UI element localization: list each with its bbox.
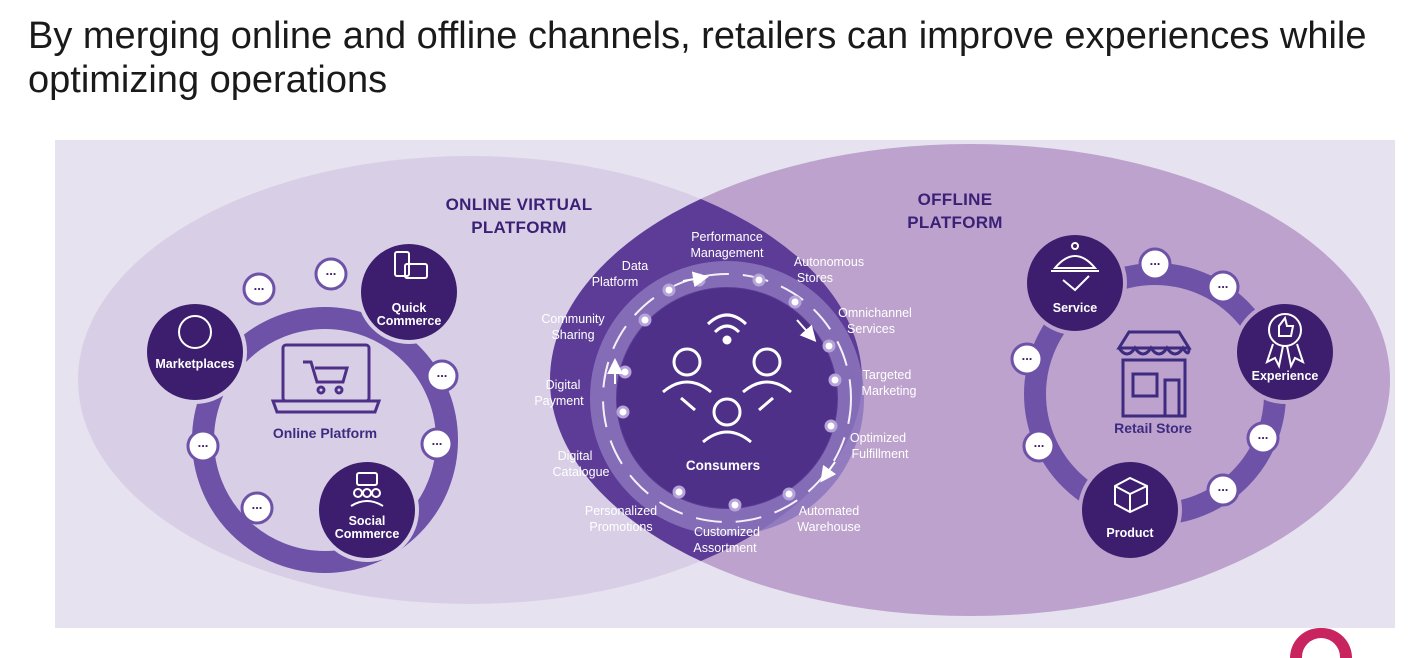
- more-marker[interactable]: ...: [425, 359, 459, 393]
- more-marker[interactable]: ...: [314, 257, 348, 291]
- svg-text:...: ...: [1034, 435, 1045, 450]
- omnichannel-diagram: ONLINE VIRTUAL PLATFORM OFFLINE PLATFORM…: [55, 140, 1395, 628]
- flow-arrow: [682, 271, 709, 288]
- svc-autonomous-2: Stores: [797, 271, 833, 285]
- svc-optimized-2: Fulfillment: [852, 447, 909, 461]
- svc-automated-1: Automated: [799, 504, 860, 518]
- svc-payment-1: Digital: [546, 378, 581, 392]
- online-title-line2: PLATFORM: [471, 218, 567, 237]
- svc-customized-2: Assortment: [693, 541, 757, 555]
- service-cloche-icon: [1051, 242, 1099, 292]
- flow-arrow: [796, 319, 817, 343]
- offline-title-line1: OFFLINE: [918, 190, 993, 209]
- svc-community-1: Community: [541, 312, 605, 326]
- globe-icon: [178, 315, 212, 349]
- svg-text:...: ...: [1218, 276, 1229, 291]
- more-marker[interactable]: ...: [1010, 342, 1044, 376]
- people-chat-icon: [350, 472, 384, 507]
- svc-targeted-1: Targeted: [863, 368, 912, 382]
- product-label: Product: [1106, 526, 1154, 540]
- more-marker[interactable]: ...: [242, 272, 276, 306]
- store-icon: [1116, 330, 1192, 418]
- quick-commerce-label-1: Quick: [392, 301, 427, 315]
- service-label: Service: [1053, 301, 1098, 315]
- more-marker[interactable]: ...: [1206, 270, 1240, 304]
- svg-text:...: ...: [1258, 427, 1269, 442]
- svc-automated-2: Warehouse: [797, 520, 861, 534]
- retail-store-label: Retail Store: [1114, 420, 1192, 436]
- box-icon: [1114, 476, 1148, 514]
- hub-service-labels: Performance Management Autonomous Stores…: [534, 230, 916, 555]
- more-marker[interactable]: ...: [186, 429, 220, 463]
- svg-text:...: ...: [254, 278, 265, 293]
- more-marker[interactable]: ...: [1138, 247, 1172, 281]
- consumers-icon: [662, 313, 792, 444]
- experience-label: Experience: [1252, 369, 1319, 383]
- svg-text:...: ...: [432, 433, 443, 448]
- consumer-hub: Consumers Performance Management Autonom…: [534, 230, 916, 555]
- consumers-label: Consumers: [686, 458, 760, 473]
- more-marker[interactable]: ...: [240, 491, 274, 525]
- more-marker[interactable]: ...: [1206, 473, 1240, 507]
- online-platform-cluster: Online Platform Marketplaces Quick Comme…: [143, 240, 461, 573]
- experience-node[interactable]: Experience: [1233, 300, 1337, 404]
- product-node[interactable]: Product: [1078, 458, 1182, 562]
- offline-platform-cluster: Retail Store Service Experience: [1010, 231, 1337, 562]
- social-commerce-label-2: Commerce: [335, 527, 400, 541]
- social-commerce-label-1: Social: [349, 514, 386, 528]
- svc-catalogue-1: Digital: [558, 449, 593, 463]
- svc-data-2: Platform: [592, 275, 639, 289]
- svc-payment-2: Payment: [534, 394, 584, 408]
- quick-commerce-label-2: Commerce: [377, 314, 442, 328]
- svc-performance-2: Management: [691, 246, 764, 260]
- svc-personalized-1: Personalized: [585, 504, 657, 518]
- svg-text:...: ...: [1022, 348, 1033, 363]
- svc-optimized-1: Optimized: [850, 431, 906, 445]
- svg-text:...: ...: [198, 435, 209, 450]
- laptop-cart-icon: [270, 343, 382, 414]
- marketplaces-node[interactable]: Marketplaces: [143, 300, 247, 404]
- svg-text:...: ...: [326, 263, 337, 278]
- quick-commerce-node[interactable]: Quick Commerce: [357, 240, 461, 344]
- more-marker[interactable]: ...: [1246, 421, 1280, 455]
- social-commerce-node[interactable]: Social Commerce: [315, 458, 419, 562]
- svc-customized-1: Customized: [694, 525, 760, 539]
- phone-card-icon: [394, 251, 428, 279]
- page-headline: By merging online and offline channels, …: [28, 15, 1367, 101]
- svc-data-1: Data: [622, 259, 648, 273]
- online-platform-label: Online Platform: [273, 425, 377, 441]
- svg-text:...: ...: [437, 365, 448, 380]
- service-node[interactable]: Service: [1023, 231, 1127, 335]
- svg-text:...: ...: [1150, 253, 1161, 268]
- more-marker[interactable]: ...: [1022, 429, 1056, 463]
- flow-arrow: [820, 461, 837, 483]
- corner-logo-mark: [1290, 628, 1352, 658]
- svc-omnichannel-1: Omnichannel: [838, 306, 912, 320]
- svc-community-2: Sharing: [551, 328, 594, 342]
- offline-title-line2: PLATFORM: [907, 213, 1003, 232]
- svc-targeted-2: Marketing: [862, 384, 917, 398]
- svc-performance-1: Performance: [691, 230, 763, 244]
- svc-catalogue-2: Catalogue: [553, 465, 610, 479]
- svc-autonomous-1: Autonomous: [794, 255, 864, 269]
- svc-omnichannel-2: Services: [847, 322, 895, 336]
- online-title-line1: ONLINE VIRTUAL: [446, 195, 593, 214]
- svg-text:...: ...: [252, 497, 263, 512]
- marketplaces-label: Marketplaces: [155, 357, 234, 371]
- badge-thumbs-up-icon: [1265, 313, 1305, 370]
- svg-text:...: ...: [1218, 479, 1229, 494]
- svc-personalized-2: Promotions: [589, 520, 652, 534]
- more-marker[interactable]: ...: [420, 427, 454, 461]
